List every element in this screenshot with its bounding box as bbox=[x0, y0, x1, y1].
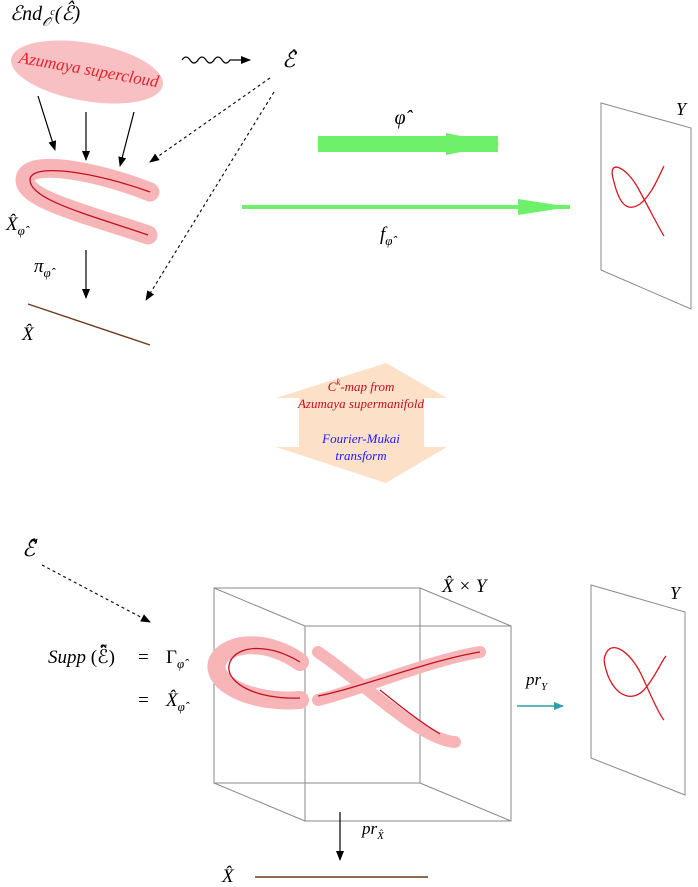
double-arrow-line4: transform bbox=[335, 448, 386, 463]
supp-label: Supp (ℰ̂̃) bbox=[48, 645, 115, 668]
f-arrow-head bbox=[518, 199, 570, 215]
gamma-label: Γφ̂ bbox=[166, 647, 189, 671]
double-arrow-line2: Azumaya supermanifold bbox=[297, 396, 425, 411]
y-panel-top bbox=[600, 102, 692, 310]
double-arrow-line3: Fourier-Mukai bbox=[321, 431, 400, 446]
end-sheaf-label: ℰnd𝒪̂c(ℰ̂) bbox=[10, 0, 81, 29]
dotted-arrow-to-hairpin bbox=[149, 77, 271, 163]
pi-label: πφ̂ bbox=[34, 256, 56, 280]
cloud-arrow-1 bbox=[37, 95, 57, 151]
figure-eight-top bbox=[611, 165, 665, 237]
pr-x-label: prX̂ bbox=[361, 819, 385, 842]
hairpin-band bbox=[15, 158, 160, 245]
sheaf-e-label: ℰ̂ bbox=[282, 47, 298, 72]
cube bbox=[213, 587, 512, 822]
figure-eight-bottom bbox=[603, 647, 667, 721]
x-hat-bottom-label: X̂ bbox=[221, 866, 235, 887]
gamma-curve-right bbox=[317, 651, 481, 735]
gamma-band-right bbox=[312, 646, 486, 748]
squiggle-arrow bbox=[181, 56, 251, 64]
dotted-arrow-to-base bbox=[145, 91, 275, 301]
sheaf-ee-label: ℰ̂̃ bbox=[22, 536, 38, 561]
y-label-bottom: Y bbox=[670, 583, 682, 603]
y-label-top: Y bbox=[676, 99, 688, 119]
x-hat-label: X̂ bbox=[21, 324, 35, 345]
double-arrow bbox=[276, 363, 447, 483]
x-phi-label: X̂φ̂ bbox=[5, 214, 30, 238]
pr-y-label: prY bbox=[525, 670, 549, 693]
gamma-band-left bbox=[207, 636, 309, 710]
x-phi2-label: X̂φ̂ bbox=[165, 690, 190, 714]
hairpin-curve bbox=[29, 170, 151, 236]
eq-1: = bbox=[138, 647, 149, 668]
y-panel-bottom bbox=[590, 584, 686, 796]
double-arrow-line1: Ck-map from bbox=[328, 377, 395, 394]
dotted-arrow-ee bbox=[41, 564, 151, 623]
product-label: X̂ × Y bbox=[441, 576, 489, 597]
cloud-arrow-3 bbox=[118, 111, 135, 167]
f-label: fφ̂ bbox=[380, 224, 397, 248]
phi-label: φ̂ bbox=[394, 107, 413, 129]
base-line-top bbox=[27, 303, 151, 346]
eq-2: = bbox=[138, 690, 149, 711]
azumaya-cloud bbox=[11, 40, 163, 104]
gamma-curve-left bbox=[228, 647, 301, 699]
